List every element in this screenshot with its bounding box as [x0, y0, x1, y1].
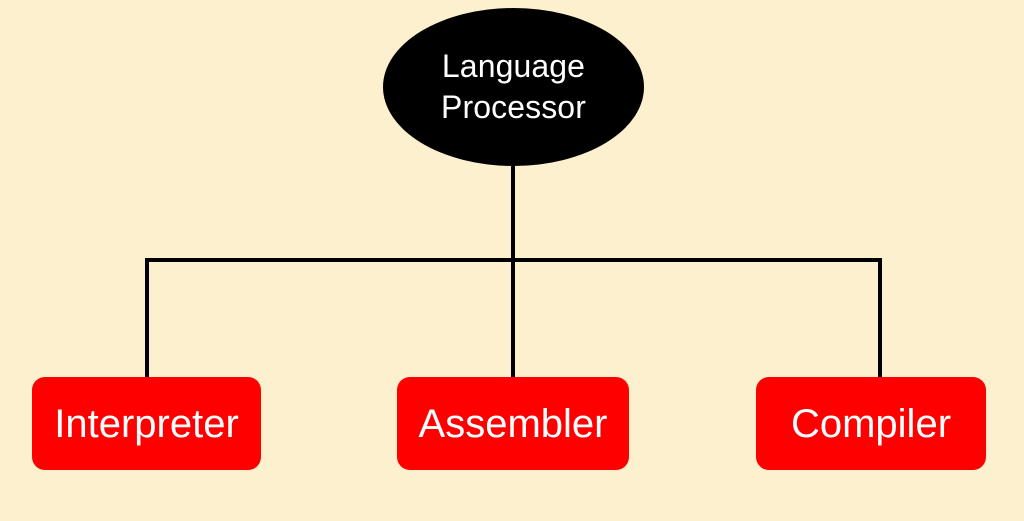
- node-label-line-2: Processor: [441, 89, 586, 125]
- node-interpreter-label: Interpreter: [54, 401, 239, 446]
- connector-root-trunk: [511, 160, 515, 262]
- node-label-line-1: Language: [441, 48, 586, 84]
- connector-drop-interpreter: [145, 258, 149, 380]
- connector-drop-assembler: [511, 258, 515, 380]
- node-assembler[interactable]: Assembler: [397, 377, 629, 470]
- node-compiler[interactable]: Compiler: [756, 377, 986, 470]
- node-compiler-label: Compiler: [790, 401, 952, 446]
- node-interpreter[interactable]: Interpreter: [32, 377, 261, 470]
- connector-drop-compiler: [878, 258, 882, 380]
- node-assembler-label: Assembler: [418, 401, 608, 446]
- node-language-processor[interactable]: Language Processor: [383, 8, 644, 166]
